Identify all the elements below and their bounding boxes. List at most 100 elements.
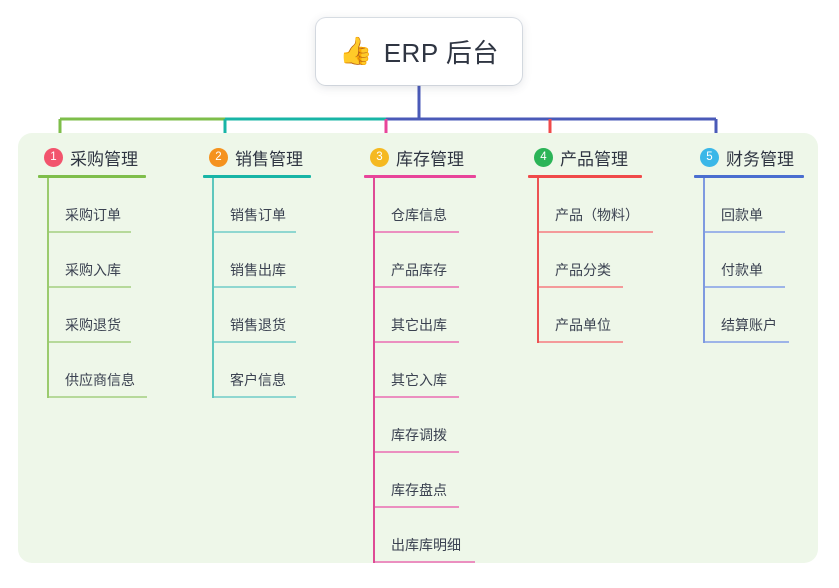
list-item[interactable]: 产品库存 xyxy=(375,233,514,288)
column-rule-5 xyxy=(694,175,804,178)
list-item-label: 销售退货 xyxy=(230,317,286,333)
list-item[interactable]: 库存调拨 xyxy=(375,398,514,453)
list-item[interactable]: 结算账户 xyxy=(705,288,839,343)
column-spine-2 xyxy=(212,178,214,398)
list-item-rule xyxy=(375,231,459,233)
column-title-5: 财务管理 xyxy=(726,149,794,169)
list-item[interactable]: 销售退货 xyxy=(214,288,353,343)
column-items-4: 产品（物料） 产品分类产品单位 xyxy=(528,178,688,343)
column-title-3: 库存管理 xyxy=(396,149,464,169)
column-5: 5 财务管理回款单付款单结算账户 xyxy=(694,145,839,343)
column-header-4[interactable]: 4 产品管理 xyxy=(528,145,688,169)
column-badge-5: 5 xyxy=(700,147,719,167)
list-item[interactable]: 产品单位 xyxy=(539,288,688,343)
list-item-rule xyxy=(214,341,296,343)
list-item[interactable]: 销售订单 xyxy=(214,178,353,233)
column-spine-5 xyxy=(703,178,705,343)
column-badge-2: 2 xyxy=(209,147,228,167)
list-item-rule xyxy=(705,231,785,233)
list-item[interactable]: 仓库信息 xyxy=(375,178,514,233)
column-title-1: 采购管理 xyxy=(70,149,138,169)
column-rule-1 xyxy=(38,175,146,178)
list-item-label: 采购订单 xyxy=(65,207,121,223)
column-rule-4 xyxy=(528,175,642,178)
list-item[interactable]: 采购入库 xyxy=(49,233,188,288)
column-rule-3 xyxy=(364,175,476,178)
list-item-rule xyxy=(375,506,459,508)
column-header-2[interactable]: 2 销售管理 xyxy=(203,145,353,169)
list-item-rule xyxy=(705,341,789,343)
list-item-label: 仓库信息 xyxy=(391,207,447,223)
list-item-label: 采购退货 xyxy=(65,317,121,333)
list-item-rule xyxy=(49,286,131,288)
list-item-rule xyxy=(214,231,296,233)
column-spine-4 xyxy=(537,178,539,343)
list-item[interactable]: 客户信息 xyxy=(214,343,353,398)
list-item[interactable]: 采购退货 xyxy=(49,288,188,343)
root-node[interactable]: 👍 ERP 后台 xyxy=(316,18,522,85)
list-item[interactable]: 产品（物料） xyxy=(539,178,688,233)
list-item[interactable]: 出库库明细 xyxy=(375,508,514,563)
list-item-label: 其它入库 xyxy=(391,372,447,388)
list-item-label: 其它出库 xyxy=(391,317,447,333)
list-item-label: 销售订单 xyxy=(230,207,286,223)
list-item-rule xyxy=(214,396,296,398)
list-item[interactable]: 其它入库 xyxy=(375,343,514,398)
list-item[interactable]: 采购订单 xyxy=(49,178,188,233)
column-spine-3 xyxy=(373,178,375,563)
column-4: 4 产品管理产品（物料） 产品分类产品单位 xyxy=(528,145,688,343)
column-items-3: 仓库信息产品库存其它出库其它入库库存调拨库存盘点出库库明细 xyxy=(364,178,514,563)
list-item-rule xyxy=(214,286,296,288)
column-title-4: 产品管理 xyxy=(560,149,628,169)
list-item-rule xyxy=(375,451,459,453)
root-node-content: 👍 ERP 后台 xyxy=(339,33,499,70)
list-item-rule xyxy=(49,396,147,398)
column-1: 1 采购管理采购订单采购入库采购退货供应商信息 xyxy=(38,145,188,398)
list-item-label: 出库库明细 xyxy=(391,537,461,553)
column-spine-1 xyxy=(47,178,49,398)
list-item-label: 回款单 xyxy=(721,207,763,223)
list-item-label: 产品（物料） xyxy=(555,207,639,223)
column-title-2: 销售管理 xyxy=(235,149,303,169)
list-item[interactable]: 销售出库 xyxy=(214,233,353,288)
list-item-label: 库存盘点 xyxy=(391,482,447,498)
list-item-rule xyxy=(49,231,131,233)
list-item-label: 采购入库 xyxy=(65,262,121,278)
list-item-label: 库存调拨 xyxy=(391,427,447,443)
list-item[interactable]: 回款单 xyxy=(705,178,839,233)
column-2: 2 销售管理销售订单销售出库销售退货客户信息 xyxy=(203,145,353,398)
list-item-label: 付款单 xyxy=(721,262,763,278)
list-item[interactable]: 供应商信息 xyxy=(49,343,188,398)
list-item-label: 供应商信息 xyxy=(65,372,135,388)
list-item[interactable]: 库存盘点 xyxy=(375,453,514,508)
column-badge-4: 4 xyxy=(534,147,553,167)
list-item-rule xyxy=(375,286,459,288)
list-item-label: 销售出库 xyxy=(230,262,286,278)
column-header-5[interactable]: 5 财务管理 xyxy=(694,145,839,169)
list-item-rule xyxy=(539,286,623,288)
list-item-label: 产品分类 xyxy=(555,262,611,278)
column-badge-1: 1 xyxy=(44,147,63,167)
thumbs-up-icon: 👍 xyxy=(339,36,373,66)
list-item-rule xyxy=(375,341,459,343)
list-item-label: 产品单位 xyxy=(555,317,611,333)
list-item-label: 客户信息 xyxy=(230,372,286,388)
content-panel xyxy=(18,133,818,563)
list-item[interactable]: 产品分类 xyxy=(539,233,688,288)
column-rule-2 xyxy=(203,175,311,178)
list-item-label: 产品库存 xyxy=(391,262,447,278)
list-item[interactable]: 付款单 xyxy=(705,233,839,288)
list-item-rule xyxy=(539,231,653,233)
list-item-label: 结算账户 xyxy=(721,317,777,333)
list-item-rule xyxy=(49,341,131,343)
list-item-rule xyxy=(375,561,475,563)
list-item-rule xyxy=(705,286,785,288)
root-title: ERP 后台 xyxy=(383,38,499,68)
column-items-5: 回款单付款单结算账户 xyxy=(694,178,839,343)
list-item-rule xyxy=(539,341,623,343)
column-header-1[interactable]: 1 采购管理 xyxy=(38,145,188,169)
list-item[interactable]: 其它出库 xyxy=(375,288,514,343)
